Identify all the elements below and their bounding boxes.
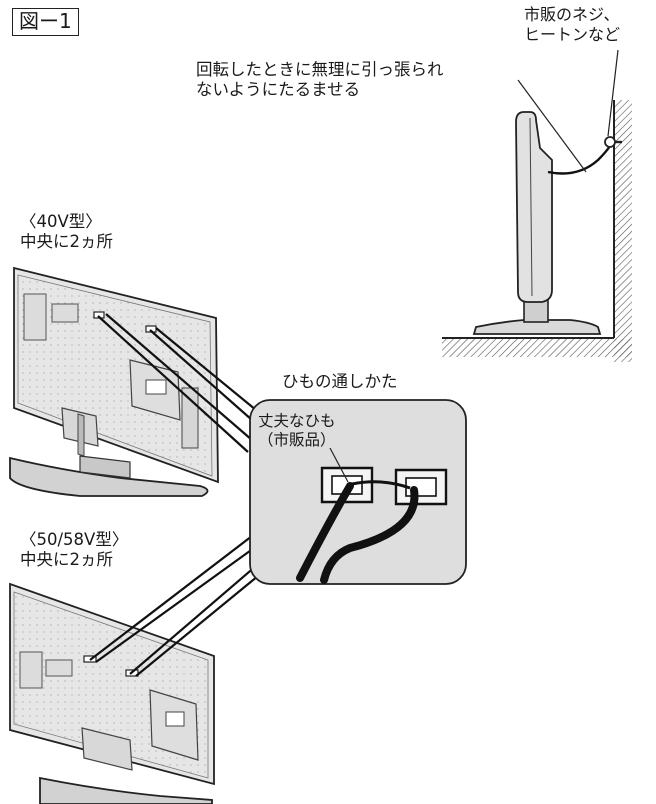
tv-40v-rear-view: [9, 266, 219, 497]
floor-hatch: [442, 339, 632, 357]
tv-40v-model: 〈40V型〉: [20, 212, 102, 231]
callout-lines: [89, 313, 259, 677]
string-label-line-2: （市販品）: [258, 430, 336, 449]
tv-50-58v-positions: 中央に2ヵ所: [20, 550, 113, 570]
slack-note-line-1: 回転したときに無理に引っ張られ: [196, 60, 444, 79]
wall-cord: [547, 145, 611, 175]
slack-note-line-2: ないようにたるませる: [196, 80, 361, 100]
slack-leader-line: [517, 79, 587, 173]
screw-eye-icon: [604, 136, 622, 148]
side-view-stand: [472, 319, 602, 335]
string-label-line-1: 丈夫なひも: [258, 412, 336, 430]
wall-side-view: [442, 49, 632, 362]
string-label: 丈夫なひも （市販品）: [258, 412, 336, 450]
tv-50-58v-label: 〈50/58V型〉 中央に2ヵ所: [20, 530, 128, 570]
tv-50-58v-stand: [39, 776, 213, 804]
tv-50-58v-model: 〈50/58V型〉: [20, 530, 129, 549]
string-strand-right: [320, 486, 419, 584]
wall-screw-line-2: ヒートンなど: [524, 24, 621, 44]
threading-title: ひもの通しかた: [282, 372, 398, 391]
tv-40v-stand: [9, 456, 209, 497]
tv-50-58v-rear-view: [9, 582, 215, 804]
slack-note: 回転したときに無理に引っ張られ ないようにたるませる: [196, 60, 444, 100]
tv-40v-positions: 中央に2ヵ所: [20, 232, 113, 252]
wall-screw-label: 市販のネジ、 ヒートンなど: [524, 5, 620, 44]
side-view-tv: [515, 111, 553, 303]
figure-label: 図ー1: [12, 8, 79, 36]
tv-40v-label: 〈40V型〉 中央に2ヵ所: [20, 212, 113, 252]
screw-leader-line: [607, 49, 619, 137]
wall-screw-line-1: 市販のネジ、: [524, 5, 620, 24]
string-leader-line: [329, 447, 349, 483]
string-strand-left: [296, 482, 354, 582]
threading-detail-box: [249, 399, 467, 585]
wall-hatch: [614, 100, 632, 362]
